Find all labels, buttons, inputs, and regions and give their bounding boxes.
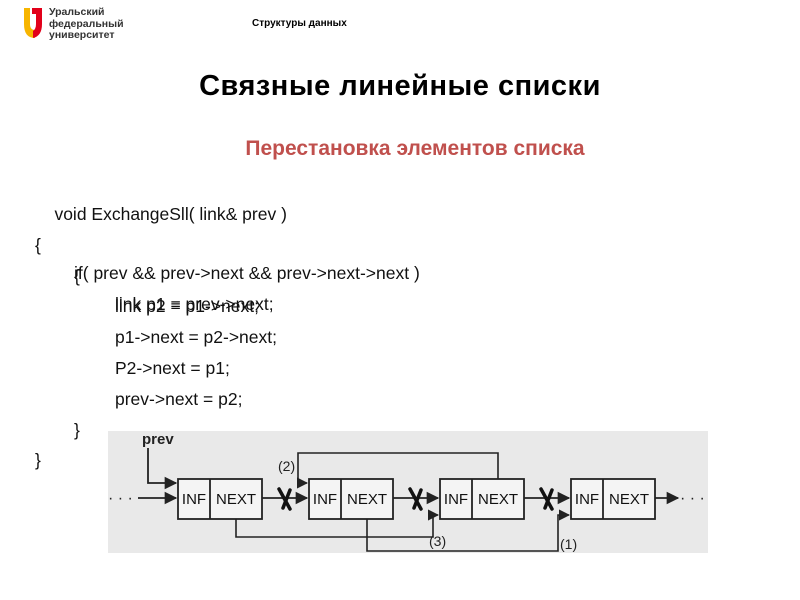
logo-text: Уральский федеральный университет: [49, 6, 124, 42]
code-line: }: [35, 388, 287, 440]
code-line: link p2 = p1->next;: [35, 264, 287, 316]
code-line-assign1: p1->next = p2->next;: [115, 327, 277, 348]
code-brace-open-inner: {: [74, 265, 80, 286]
slide-subtitle: Перестановка элементов списка: [245, 137, 585, 160]
code-brace-close-outer: }: [35, 450, 41, 471]
university-logo: Уральский федеральный университет: [22, 6, 124, 42]
logo-line-1: Уральский: [49, 6, 105, 18]
node-inf-label: INF: [444, 491, 468, 508]
node-next-label: NEXT: [478, 491, 518, 508]
code-signature: void ExchangeSll( link& prev ): [54, 204, 287, 224]
code-brace-close-inner: }: [74, 419, 80, 440]
step-label-2: (2): [278, 458, 295, 474]
list-node-2: INF NEXT: [308, 478, 394, 520]
list-node-1: INF NEXT: [177, 478, 263, 520]
new-link-3: [235, 509, 440, 538]
code-line-assign2: P2->next = p1;: [115, 357, 230, 378]
new-link-2: [296, 452, 499, 489]
ellipsis-left: · · ·: [108, 490, 133, 507]
code-line: }: [35, 418, 287, 470]
step-label-1: (1): [560, 536, 577, 552]
cross-mark-3: [539, 487, 554, 511]
new-link-1: [366, 509, 571, 552]
ellipsis-right: · · ·: [680, 490, 705, 507]
list-node-3: INF NEXT: [439, 478, 525, 520]
cross-mark-2: [408, 487, 423, 511]
step-label-3: (3): [429, 533, 446, 549]
node-inf-label: INF: [313, 491, 337, 508]
code-brace-open-outer: {: [35, 234, 41, 255]
list-swap-diagram: prev · · · INF NEXT INF NEXT INF NEXT IN…: [108, 431, 708, 553]
code-line: p1->next = p2->next;: [35, 295, 287, 347]
node-inf-label: INF: [575, 491, 599, 508]
logo-line-3: университет: [49, 29, 115, 41]
logo-line-2: федеральный: [49, 17, 124, 30]
node-next-label: NEXT: [609, 491, 649, 508]
node-next-label: NEXT: [216, 491, 256, 508]
code-block: void ExchangeSll( link& prev ) { if( pre…: [35, 172, 420, 470]
node-next-label: NEXT: [347, 491, 387, 508]
cross-mark-1: [277, 487, 292, 511]
code-line-p1: link p1 = prev->next;: [115, 293, 274, 314]
list-node-4: INF NEXT: [570, 478, 656, 520]
code-line: void ExchangeSll( link& prev ): [35, 172, 286, 224]
urfu-logo-icon: [24, 8, 42, 38]
code-line-p2: link p2 = p1->next;: [115, 296, 259, 317]
code-line: { link p1 = prev->next;: [35, 234, 287, 314]
prev-label: prev: [142, 431, 174, 448]
code-line: P2->next = p1;: [35, 326, 287, 378]
slide-title: Связные линейные списки: [199, 70, 601, 102]
section-title: Структуры данных: [252, 18, 347, 29]
prev-pointer-arrow: [147, 448, 178, 490]
code-line: prev->next = p2;: [35, 357, 287, 409]
code-line-assign3: prev->next = p2;: [115, 388, 243, 409]
code-line: { if( prev && prev->next && prev->next->…: [35, 203, 420, 283]
node-inf-label: INF: [182, 491, 206, 508]
code-if-line: if( prev && prev->next && prev->next->ne…: [74, 262, 420, 283]
